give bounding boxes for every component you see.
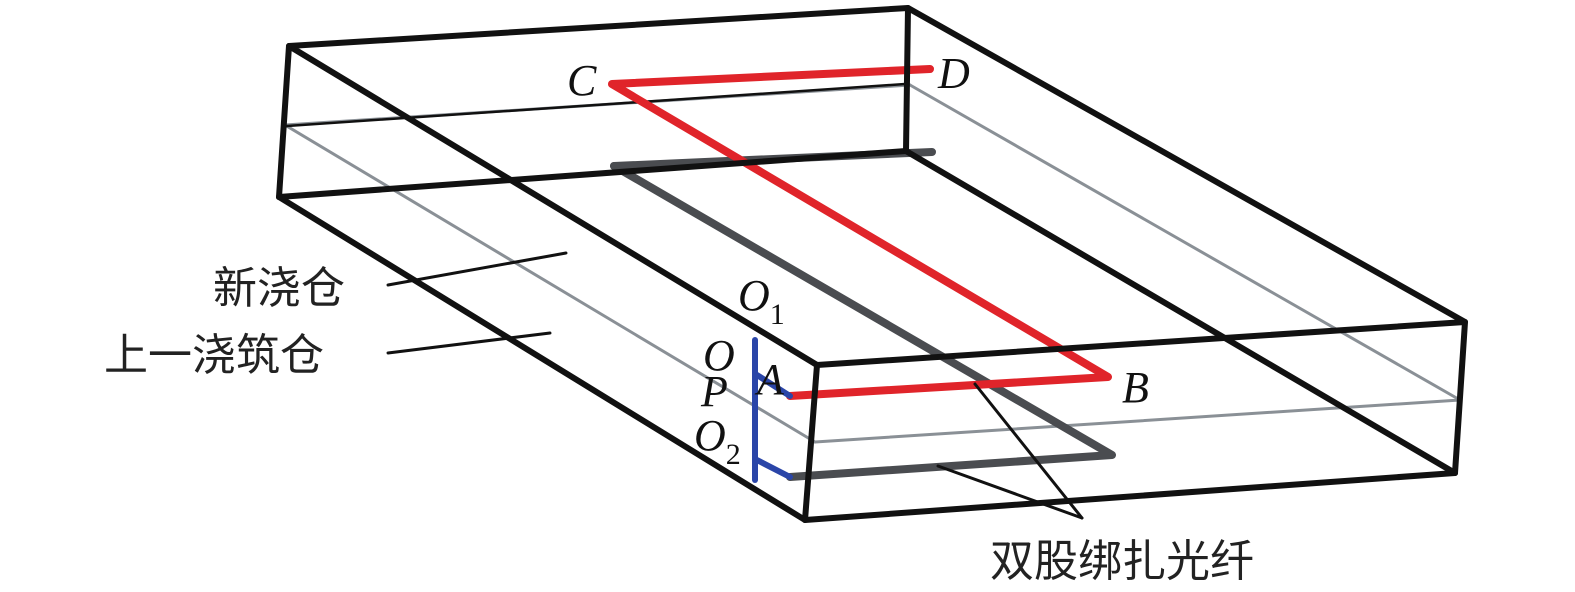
leader-fiber-b: [936, 464, 1084, 520]
point-label-o1-sub: 1: [770, 298, 785, 331]
layer-lines: [283, 82, 1462, 444]
point-label-c: C: [567, 56, 597, 105]
leader-prev-pour: [386, 331, 552, 355]
pour-block-box: [276, 5, 1468, 523]
point-label-b: B: [1122, 363, 1149, 412]
layer-line-right: [908, 83, 1462, 402]
point-label-p: P: [700, 367, 728, 416]
label-prev-pour: 上一浇筑仓: [104, 330, 324, 381]
red-optical-fiber-path: [608, 65, 1112, 400]
blue-vertical-fiber: [752, 337, 793, 483]
point-label-o: O: [703, 331, 735, 380]
inner-back-line: [285, 82, 907, 128]
point-labels: C D B A O P O1 O2: [567, 49, 1149, 471]
leader-new-pour: [386, 251, 568, 287]
point-label-a: A: [754, 355, 785, 404]
leader-fiber-a: [973, 382, 1084, 520]
chinese-labels: 新浇仓 上一浇筑仓 双股绑扎光纤: [104, 263, 1254, 587]
label-fiber: 双股绑扎光纤: [990, 536, 1254, 587]
point-label-o2-base: O: [694, 411, 726, 460]
point-label-o2: O2: [694, 411, 741, 471]
point-label-o1-base: O: [738, 271, 770, 320]
layer-line-left: [283, 123, 817, 444]
point-label-o1: O1: [738, 271, 785, 331]
leader-lines: [386, 251, 1084, 520]
label-new-pour: 新浇仓: [213, 263, 345, 314]
point-label-d: D: [937, 49, 970, 98]
point-label-o2-sub: 2: [726, 438, 741, 471]
layer-line-front: [813, 398, 1462, 444]
